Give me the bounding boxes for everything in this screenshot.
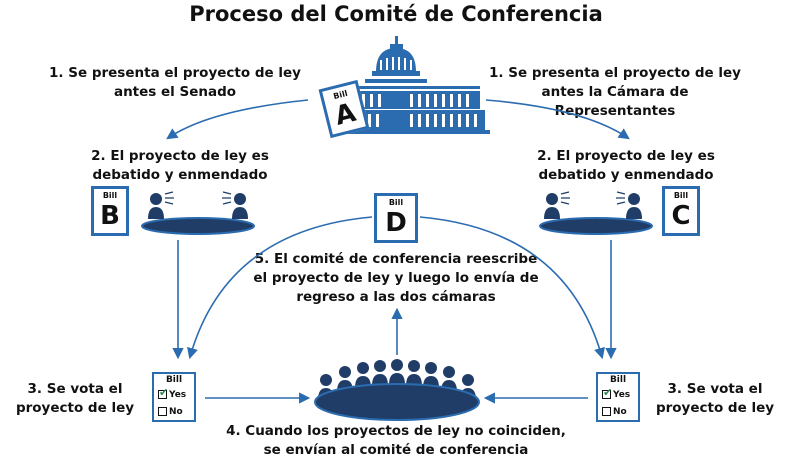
bill-a-letter: A — [332, 97, 359, 132]
house-ballot-no-label: No — [613, 407, 627, 417]
step-5-rewrite: 5. El comité de conferencia reescribe el… — [246, 250, 546, 307]
house-vote-ballot: Bill ✔Yes No — [596, 372, 640, 422]
step-1-house-line2: antes la Cámara de Representantes — [541, 84, 689, 119]
house-ballot-title: Bill — [609, 375, 627, 385]
step-1-house: 1. Se presenta el proyecto de ley antes … — [480, 64, 750, 121]
checkbox-empty-icon — [158, 407, 167, 416]
senate-ballot-no: No — [158, 407, 183, 417]
bill-d-label: Bill — [388, 198, 404, 207]
senate-ballot-no-label: No — [169, 407, 183, 417]
step-5-line3: regreso a las dos cámaras — [296, 289, 496, 305]
bill-b-card: Bill B — [91, 186, 129, 236]
conference-committee-table — [314, 359, 480, 421]
senate-ballot-yes-label: Yes — [169, 390, 187, 400]
step-4-line1: 4. Cuando los proyectos de ley no coinci… — [226, 423, 566, 439]
senate-debate-table — [141, 191, 255, 235]
step-1-senate: 1. Se presenta el proyecto de ley antes … — [40, 64, 310, 102]
senate-ballot-yes: ✔Yes — [158, 386, 187, 400]
step-2-senate: 2. El proyecto de ley es debatido y enme… — [60, 147, 300, 185]
step-1-house-line1: 1. Se presenta el proyecto de ley — [489, 65, 741, 81]
step-2-senate-line1: 2. El proyecto de ley es — [91, 148, 269, 164]
bill-c-letter: C — [671, 201, 691, 231]
step-3-senate-line1: 3. Se vota el — [27, 381, 123, 397]
checkbox-empty-icon — [602, 407, 611, 416]
arrow-committee-to-senate — [187, 216, 373, 360]
step-3-house-line1: 3. Se vota el — [667, 381, 763, 397]
step-2-house: 2. El proyecto de ley es debatido y enme… — [506, 147, 746, 185]
step-2-senate-line2: debatido y enmendado — [92, 167, 268, 183]
senate-ballot-title: Bill — [165, 375, 183, 385]
house-ballot-no: No — [602, 407, 627, 417]
arrow-house-to-debate — [485, 99, 630, 140]
bill-c-label: Bill — [673, 191, 689, 200]
checkbox-checked-icon: ✔ — [602, 386, 613, 399]
arrow-committee-to-house — [419, 216, 605, 360]
checkbox-checked-icon: ✔ — [158, 386, 169, 399]
senate-vote-ballot: Bill ✔Yes No — [152, 372, 196, 422]
diagram-title: Proceso del Comité de Conferencia — [189, 2, 603, 26]
bill-b-label: Bill — [102, 191, 118, 200]
step-2-house-line2: debatido y enmendado — [538, 167, 714, 183]
arrow-senate-to-debate — [166, 99, 309, 140]
step-5-line2: el proyecto de ley y luego lo envía de — [253, 270, 539, 286]
bill-b-letter: B — [100, 201, 120, 231]
step-2-house-line1: 2. El proyecto de ley es — [537, 148, 715, 164]
step-4-mismatch: 4. Cuando los proyectos de ley no coinci… — [216, 422, 576, 460]
step-4-line2: se envían al comité de conferencia — [263, 442, 529, 458]
house-debate-table — [539, 191, 653, 235]
bill-c-card: Bill C — [662, 186, 700, 236]
house-ballot-yes-label: Yes — [613, 390, 631, 400]
bill-d-card: Bill D — [374, 193, 418, 243]
step-3-senate-line2: proyecto de ley — [15, 400, 135, 416]
bill-d-letter: D — [385, 208, 407, 238]
step-3-house: 3. Se vota el proyecto de ley — [650, 380, 780, 418]
step-1-senate-line2: antes el Senado — [113, 84, 237, 100]
step-1-senate-line1: 1. Se presenta el proyecto de ley — [49, 65, 301, 81]
house-ballot-yes: ✔Yes — [602, 386, 631, 400]
step-3-senate: 3. Se vota el proyecto de ley — [10, 380, 140, 418]
step-3-house-line2: proyecto de ley — [655, 400, 775, 416]
step-5-line1: 5. El comité de conferencia reescribe — [254, 251, 538, 267]
